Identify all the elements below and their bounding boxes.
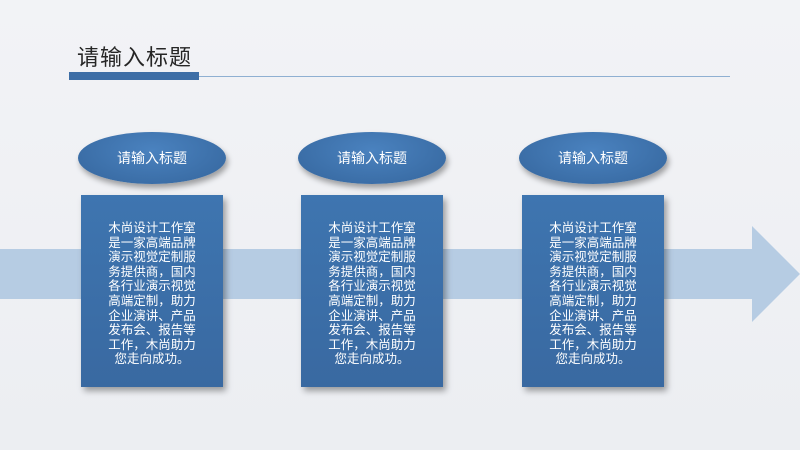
step-heading-oval-3: 请输入标题 <box>519 132 667 184</box>
step-card-3: 木尚设计工作室是一家高端品牌演示视觉定制服务提供商，国内各行业演示视觉高端定制，… <box>522 195 664 387</box>
step-card-1: 木尚设计工作室是一家高端品牌演示视觉定制服务提供商，国内各行业演示视觉高端定制，… <box>81 195 223 387</box>
title-underline-bar <box>69 72 199 80</box>
step-heading-oval-2: 请输入标题 <box>298 132 446 184</box>
step-card-text: 木尚设计工作室是一家高端品牌演示视觉定制服务提供商，国内各行业演示视觉高端定制，… <box>108 220 196 367</box>
step-card-text: 木尚设计工作室是一家高端品牌演示视觉定制服务提供商，国内各行业演示视觉高端定制，… <box>328 220 416 367</box>
step-heading-oval-1: 请输入标题 <box>78 132 226 184</box>
step-heading-label: 请输入标题 <box>558 151 628 167</box>
page-title: 请输入标题 <box>77 46 193 71</box>
step-heading-label: 请输入标题 <box>117 151 187 167</box>
title-divider-line <box>199 76 730 77</box>
step-card-2: 木尚设计工作室是一家高端品牌演示视觉定制服务提供商，国内各行业演示视觉高端定制，… <box>301 195 443 387</box>
step-card-text: 木尚设计工作室是一家高端品牌演示视觉定制服务提供商，国内各行业演示视觉高端定制，… <box>549 220 637 367</box>
step-heading-label: 请输入标题 <box>337 151 407 167</box>
